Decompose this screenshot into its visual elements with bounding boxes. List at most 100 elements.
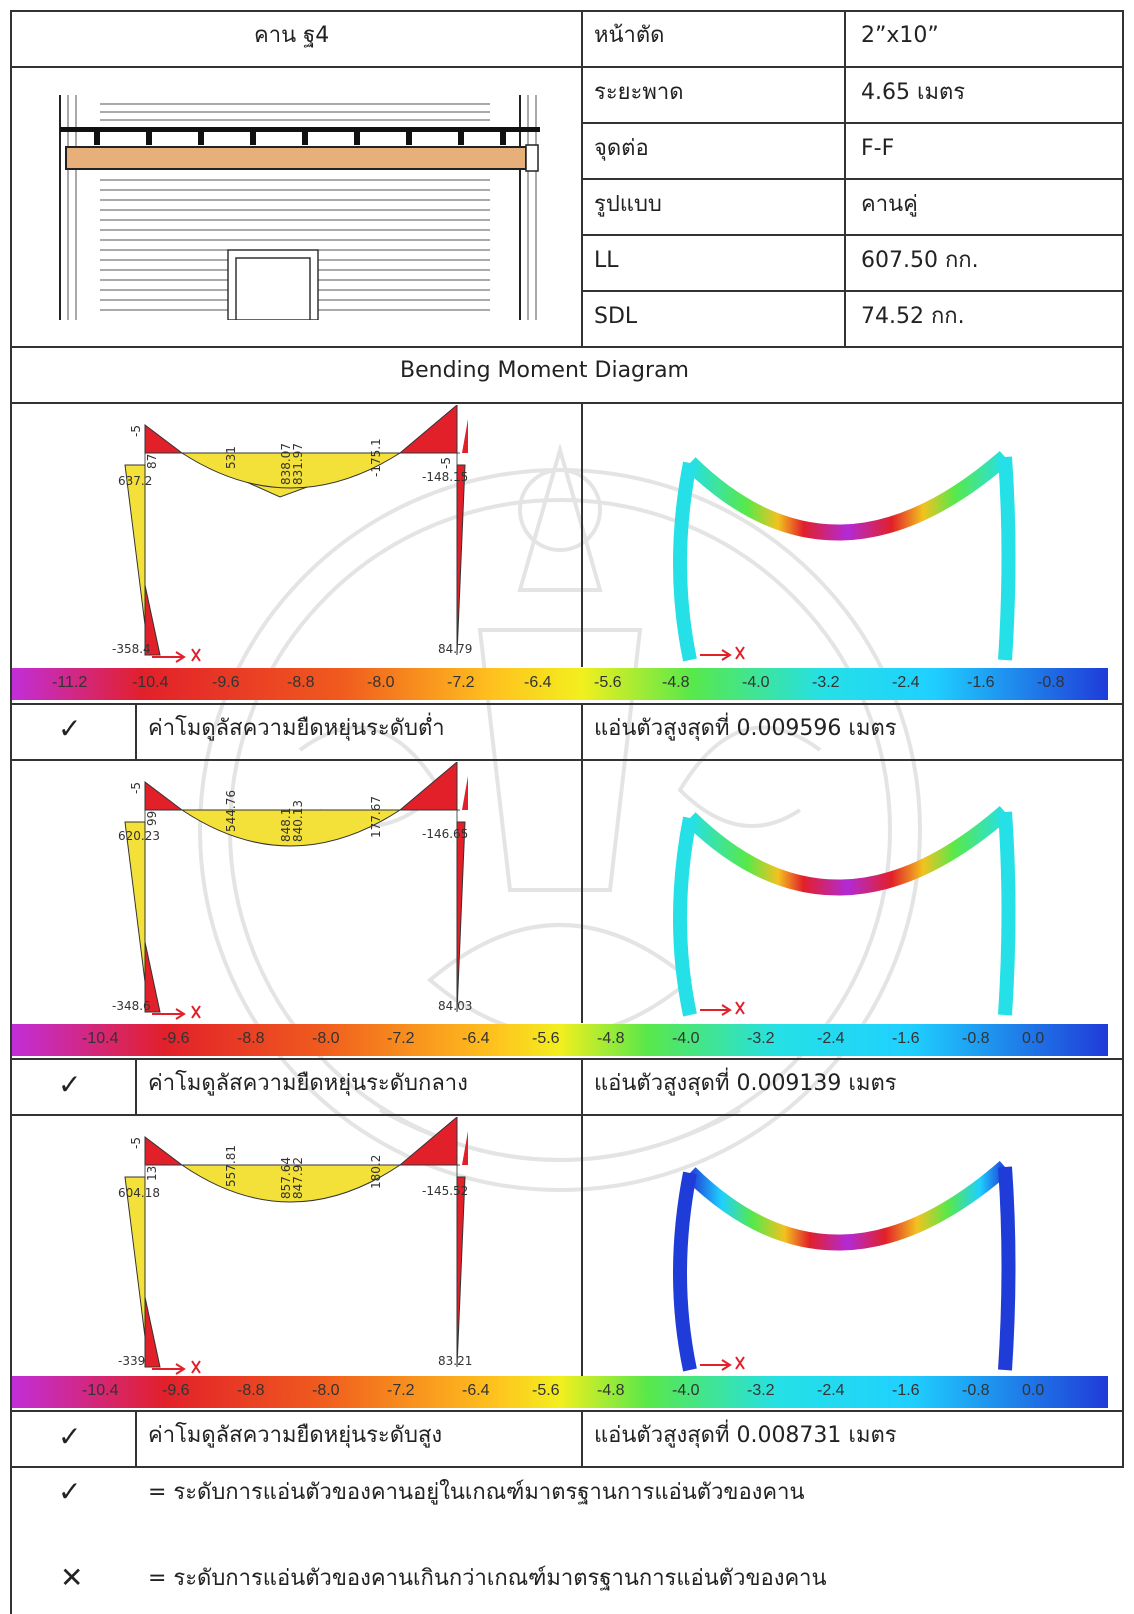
moment-label: -148.15: [422, 470, 468, 484]
colorbar-tick: -9.6: [212, 674, 240, 691]
colorbar-2: -10.4 -9.6 -8.8 -8.0 -7.2 -6.4 -5.6 -4.8…: [12, 1024, 1108, 1056]
colorbar-tick: -10.4: [82, 1382, 119, 1399]
colorbar-tick: -4.0: [672, 1030, 700, 1047]
moment-diagram-3: -5 13 604.18 557.81 857.64 847.92 180.2 …: [118, 1117, 472, 1375]
left-column: [673, 1171, 697, 1372]
colorbar-tick: -6.4: [524, 674, 552, 691]
moment-label: 544.76: [224, 790, 238, 832]
deflection-shape-3: [673, 1160, 1016, 1372]
modulus-label-3: ค่าโมดูลัสความยืดหยุ่นระดับสูง: [148, 1423, 443, 1448]
deflection-result-1: แอ่นตัวสูงสุดที่ 0.009596 เมตร: [594, 716, 897, 741]
moment-label: 84.03: [438, 999, 472, 1013]
result-check-icon-3: ✓: [58, 1420, 82, 1453]
moment-label: 857.64: [279, 1157, 293, 1199]
colorbar-tick: -2.4: [817, 1030, 845, 1047]
moment-column-right: [456, 464, 466, 656]
joint-value: F-F: [861, 136, 895, 161]
colorbar-tick: -4.8: [597, 1382, 625, 1399]
deflection-shape-2: [673, 805, 1016, 1017]
moment-label: 848.1: [279, 808, 293, 842]
right-column: [998, 456, 1016, 661]
colorbar-tick: -1.6: [892, 1382, 920, 1399]
moment-label: -348.6: [112, 999, 151, 1013]
result-check-icon-2: ✓: [58, 1068, 82, 1101]
row-line: [581, 178, 1124, 180]
colorbar-tick: -0.8: [962, 1382, 990, 1399]
moment-label: -146.65: [422, 827, 468, 841]
colorbar-tick: -9.6: [162, 1030, 190, 1047]
right-column: [998, 811, 1016, 1016]
moment-neg-left-top: [144, 423, 184, 454]
colorbar-tick: -2.4: [892, 674, 920, 691]
row-line: [10, 402, 1124, 404]
ll-value: 607.50 กก.: [861, 248, 979, 273]
legend-cross-icon: ✕: [60, 1561, 84, 1594]
moment-label: -175.1: [369, 438, 383, 477]
colorbar-tick: -9.6: [162, 1382, 190, 1399]
colorbar-tick: -0.8: [1037, 674, 1065, 691]
colorbar-tick: -7.2: [387, 1382, 415, 1399]
left-column: [673, 461, 697, 662]
row-line: [10, 703, 1124, 705]
moment-label: 604.18: [118, 1186, 160, 1200]
moment-positive-span-curve: [180, 452, 402, 489]
colorbar-tick: -11.2: [52, 674, 88, 691]
span-value: 4.65 เมตร: [861, 80, 966, 105]
ll-label: LL: [594, 248, 619, 273]
table-border-left: [10, 10, 12, 1614]
sdl-label: SDL: [594, 304, 638, 329]
section-value: 2”x10”: [861, 23, 939, 48]
colorbar-tick: -4.8: [662, 674, 690, 691]
row-line: [10, 759, 1124, 761]
moment-label: 831.97: [291, 443, 305, 485]
result-check-icon-1: ✓: [58, 712, 82, 745]
joint-label: จุดต่อ: [594, 136, 649, 161]
moment-label: -5: [129, 1137, 143, 1149]
row-line: [581, 234, 1124, 236]
colorbar-tick: -7.2: [447, 674, 475, 691]
moment-label: 83.21: [438, 1354, 472, 1368]
right-column: [998, 1166, 1016, 1371]
span-label: ระยะพาด: [594, 80, 684, 105]
moment-label: 557.81: [224, 1145, 238, 1187]
deflected-beam: [684, 1160, 1011, 1251]
colorbar-tick: 0.0: [1022, 1030, 1045, 1047]
moment-label: 177.67: [369, 796, 383, 838]
colorbar-tick: -5.6: [594, 674, 622, 691]
diagram-title: Bending Moment Diagram: [400, 358, 689, 383]
colorbar-tick: -4.8: [597, 1030, 625, 1047]
moment-label: -5: [129, 782, 143, 794]
row-line: [10, 346, 1124, 348]
col-line: [581, 1114, 583, 1376]
colorbar-tick: -8.8: [287, 674, 315, 691]
type-label: รูปแบบ: [594, 192, 662, 217]
sdl-value: 74.52 กก.: [861, 304, 965, 329]
moment-label: -5: [439, 457, 453, 469]
row-line: [10, 1410, 1124, 1412]
colorbar-tick: -10.4: [82, 1030, 119, 1047]
col-line: [581, 402, 583, 667]
col-line: [135, 703, 137, 759]
colorbar-tick: -6.4: [462, 1030, 490, 1047]
colorbar-tick: -8.8: [237, 1382, 265, 1399]
colorbar-tick: -0.8: [962, 1030, 990, 1047]
col-line: [135, 1058, 137, 1114]
colorbar-tick: -8.0: [367, 674, 395, 691]
colorbar-tick: -1.6: [967, 674, 995, 691]
col-line: [581, 759, 583, 1023]
beam-elevation-drawing: [59, 95, 540, 320]
moment-label: 838.07: [279, 443, 293, 485]
deflected-beam: [684, 450, 1011, 541]
colorbar-tick: 0.0: [1022, 1382, 1045, 1399]
moment-label: 840.13: [291, 800, 305, 842]
moment-label: -145.52: [422, 1184, 468, 1198]
row-line: [10, 1466, 1124, 1468]
col-line: [581, 1058, 583, 1114]
deflection-result-2: แอ่นตัวสูงสุดที่ 0.009139 เมตร: [594, 1071, 897, 1096]
col-line: [844, 10, 846, 346]
beam-name: คาน ฐ4: [254, 23, 330, 48]
moment-label: -339: [118, 1354, 145, 1368]
colorbar-tick: -5.6: [532, 1030, 560, 1047]
moment-column-left-bottom: [144, 584, 161, 656]
modulus-label-2: ค่าโมดูลัสความยืดหยุ่นระดับกลาง: [148, 1071, 468, 1096]
